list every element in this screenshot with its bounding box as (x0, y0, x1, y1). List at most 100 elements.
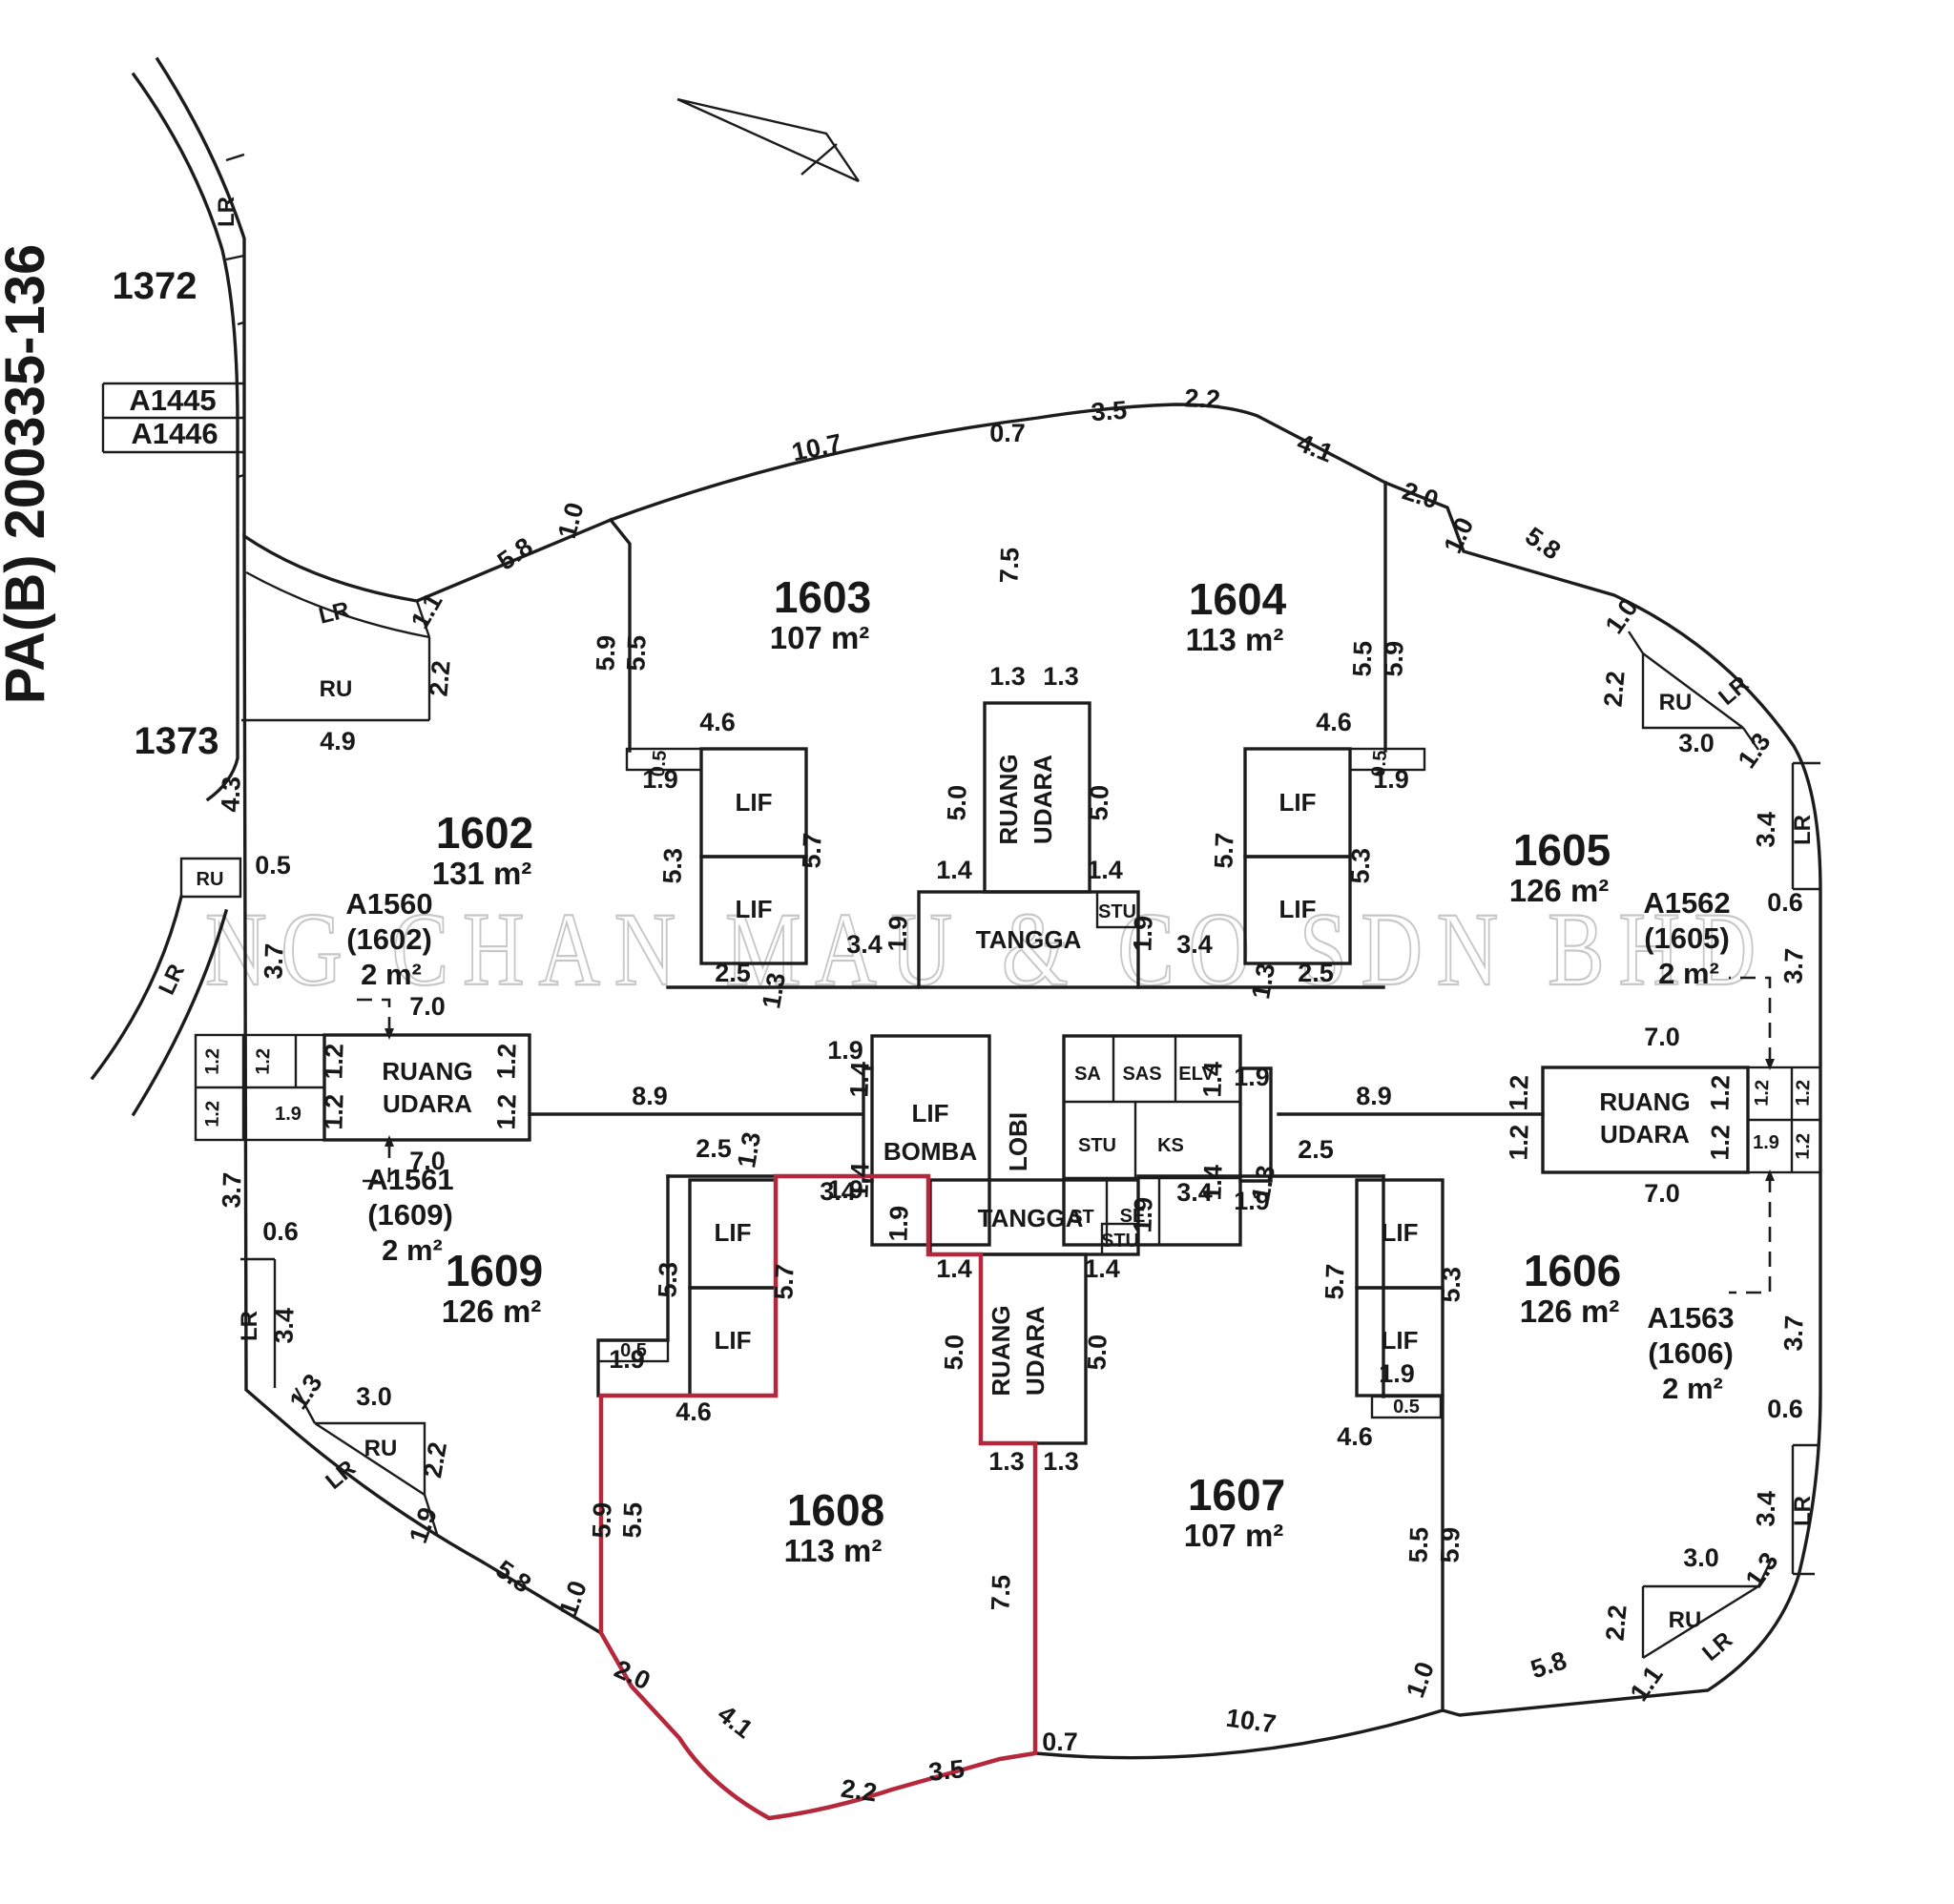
dimension-label: 0.7 (1042, 1728, 1078, 1756)
room-label-ruang-udara: RUANG (994, 754, 1023, 844)
dimension-label: 1.9 (827, 1036, 863, 1065)
room-label-ruang-udara: UDARA (1021, 1306, 1050, 1396)
unit-number-1605: 1605 (1513, 825, 1611, 875)
room-label-stu: STU (1101, 1231, 1139, 1252)
road-reserve-lines (90, 56, 246, 1117)
dimension-label: 1.2 (319, 1093, 348, 1130)
dimension-label: 5.8 (1528, 1645, 1570, 1684)
dimension-label: 1.2 (1793, 1133, 1815, 1161)
unit-number-1603: 1603 (774, 572, 871, 622)
dimension-label: 7.0 (409, 992, 446, 1021)
dimension-label: 1.3 (989, 662, 1026, 691)
dimension-label: 4.1 (1293, 428, 1337, 468)
dimension-label: 3.0 (1683, 1543, 1719, 1572)
plan-reference: PA(B) 200335-136 (0, 244, 56, 705)
dimension-label: 1.4 (936, 1254, 972, 1283)
dimension-label: 4.6 (699, 708, 736, 736)
dimension-label: 1.9 (883, 915, 912, 952)
unit-area-1607: 107 m² (1184, 1518, 1284, 1553)
dimension-label: 1.3 (284, 1369, 328, 1415)
dimension-label: 1.2 (1752, 1080, 1774, 1107)
lot-label-1373: 1373 (135, 720, 219, 762)
dimension-label: 2.2 (418, 1439, 452, 1480)
unit-1608-highlight (598, 1173, 1038, 1821)
dimension-label: 1.0 (552, 500, 590, 542)
unit-area-1604: 113 m² (1186, 622, 1284, 657)
accessory-parcel-area: 2 m² (382, 1233, 443, 1267)
dimension-label: 1.0 (1600, 593, 1644, 639)
dimension-label: 2.2 (840, 1774, 879, 1808)
dimension-label: 3.4 (269, 1307, 299, 1344)
unit-number-1606: 1606 (1524, 1246, 1621, 1295)
accessory-connectors (353, 976, 1775, 1294)
dimension-label: 7.5 (986, 1574, 1015, 1611)
room-label-lif: LIF (715, 1326, 752, 1355)
room-label-lif: LIF (736, 788, 773, 817)
dimension-label: 1.9 (1373, 765, 1409, 794)
easement-label-lr: LR (1697, 1627, 1737, 1666)
dimension-label: 3.4 (846, 930, 883, 959)
dimension-label: 1.3 (1733, 728, 1777, 774)
dimension-label: 1.2 (1705, 1124, 1735, 1161)
dimension-label: 1.3 (1043, 662, 1079, 691)
dimension-label: 5.8 (1520, 522, 1566, 566)
dimension-label: 3.7 (259, 942, 288, 980)
dimension-label: 1.9 (642, 765, 678, 794)
room-label-tangga: TANGGA (976, 925, 1082, 954)
room-label-ruang-udara: UDARA (383, 1089, 472, 1118)
dimension-label: 3.5 (927, 1754, 966, 1787)
dimension-label: 2.2 (1600, 1604, 1632, 1642)
room-label-elv: ELV (1178, 1064, 1215, 1085)
dimension-label: 1.4 (1087, 856, 1123, 884)
dimension-label: 1.9 (1234, 1063, 1270, 1091)
room-label-st: ST (1070, 1207, 1094, 1228)
dimension-label: 1.4 (1084, 1254, 1120, 1283)
dimension-label: 4.6 (1337, 1422, 1373, 1451)
dimension-label: 1.9 (1234, 1187, 1270, 1215)
dimension-label: 1.2 (202, 1101, 224, 1128)
dimension-label: 7.0 (1644, 1023, 1680, 1051)
dimension-label: 5.3 (653, 1261, 682, 1298)
dimension-label: 1.9 (883, 1205, 913, 1242)
dimension-label: 3.4 (1751, 1490, 1780, 1527)
lot-label-a1446: A1446 (131, 417, 218, 450)
room-label-se: SE (1120, 1206, 1146, 1227)
dimension-label: 1.9 (1128, 1196, 1157, 1233)
dimension-label: 5.7 (1209, 832, 1238, 869)
dimension-label: 1.2 (1504, 1074, 1533, 1111)
dimension-label: 10.7 (1224, 1704, 1278, 1739)
easement-label-ru: RU (1669, 1607, 1702, 1633)
dimension-label: 5.3 (657, 847, 687, 884)
room-label-lif: LIF (736, 895, 773, 923)
dimension-label: 3.4 (1176, 930, 1213, 959)
accessory-parcel-unit: (1605) (1644, 921, 1730, 955)
dimension-label: 0.6 (1767, 1395, 1803, 1423)
dimension-label: 1.2 (202, 1048, 224, 1076)
dimension-label: 1.0 (1438, 513, 1479, 558)
dimension-label: 1.0 (553, 1577, 592, 1621)
dimension-label: 2.5 (696, 1134, 732, 1163)
dimension-label: 1.9 (609, 1345, 645, 1374)
dimension-label: 1.2 (319, 1043, 348, 1080)
easement-label-lr: LR (1714, 672, 1754, 711)
room-label-lif-bomba: LIF (912, 1099, 949, 1128)
accessory-parcel-unit: (1609) (367, 1198, 453, 1231)
dimension-label: 1.2 (1705, 1074, 1735, 1111)
dimension-label: 2.0 (1399, 476, 1442, 514)
room-label-ruang-udara: RUANG (382, 1057, 472, 1086)
dimension-label: 5.7 (797, 832, 826, 869)
dimension-label: 5.9 (1435, 1526, 1465, 1563)
dimension-label: 1.3 (732, 1129, 766, 1169)
room-label-ruang-udara: RUANG (1599, 1087, 1690, 1116)
easement-label-lr: LR (1790, 815, 1816, 845)
dimension-label: 3.7 (1778, 1314, 1808, 1352)
easement-label-ru: RU (364, 1436, 398, 1461)
dimension-label: 1.4 (844, 1061, 874, 1098)
dimension-label: 2.2 (1184, 383, 1221, 413)
dimension-label: 1.9 (1753, 1132, 1779, 1153)
dimension-label: 3.7 (1778, 947, 1808, 984)
unit-number-1608: 1608 (787, 1485, 884, 1535)
accessory-parcel-A1563: A1563 (1647, 1301, 1734, 1335)
corner-easements (179, 570, 1820, 1660)
dimension-label: 4.1 (713, 1700, 759, 1745)
